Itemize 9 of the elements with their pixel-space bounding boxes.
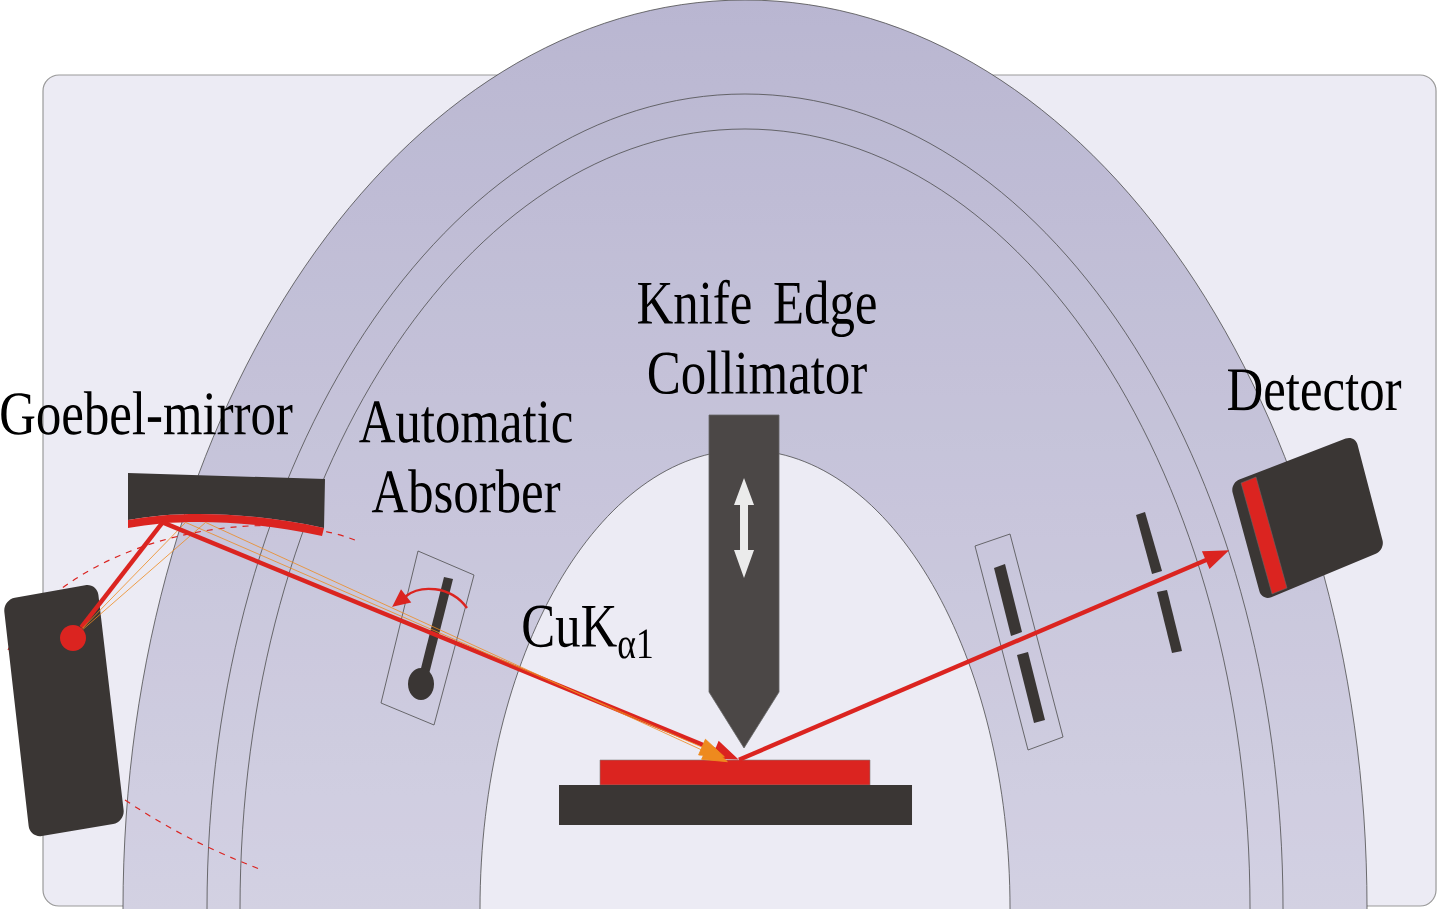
component-label: Detector (1228, 369, 1402, 411)
focal-spot (60, 625, 86, 651)
component-label: Knife Edge Collimator (638, 279, 876, 395)
detector (1232, 437, 1383, 598)
component-label: Goebel-mirror (1, 391, 293, 435)
goebel-mirror (128, 473, 325, 536)
component-label: CuK$_{α1}$ (523, 605, 652, 659)
component-label: Automatic Absorber (359, 401, 572, 513)
sample (559, 759, 912, 825)
